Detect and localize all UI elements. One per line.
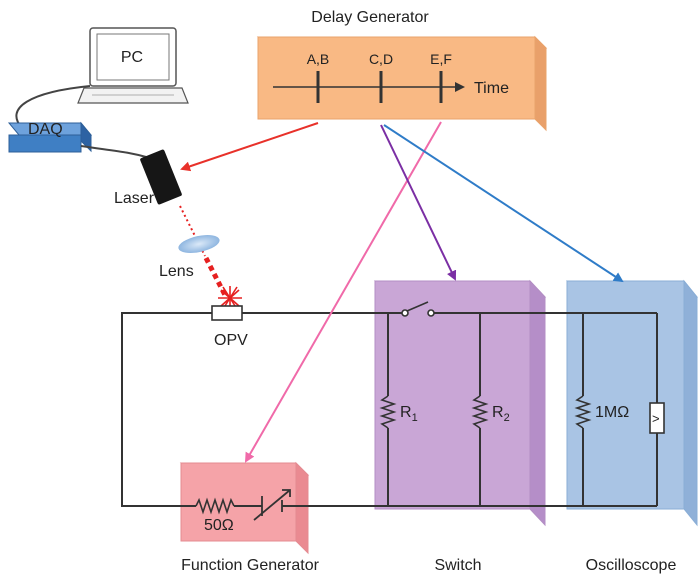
trigger-arrow-function-generator — [245, 121, 442, 463]
tick-ef-label: E,F — [430, 51, 452, 67]
fg-resistance-label: 50Ω — [204, 517, 234, 534]
switch-symbol-icon — [401, 301, 435, 317]
oscilloscope-box — [565, 279, 699, 527]
trigger-arrow-oscilloscope — [383, 124, 624, 283]
timeline-axis — [273, 71, 465, 103]
daq-label: DAQ — [28, 121, 63, 138]
r2-label: R2 — [492, 404, 510, 424]
oscilloscope-label: Oscilloscope — [586, 557, 677, 574]
tick-ab-label: A,B — [307, 51, 330, 67]
time-label: Time — [474, 80, 509, 97]
laser-label: Laser — [114, 190, 155, 207]
delay-generator-label: Delay Generator — [311, 9, 429, 26]
daq-laser-cable — [80, 145, 151, 159]
lens-icon — [178, 235, 220, 253]
pc-label: PC — [121, 49, 143, 66]
voltmeter-icon — [649, 402, 665, 434]
scope-resistance-label: 1MΩ — [595, 404, 629, 421]
laser-icon — [140, 149, 182, 205]
variable-source-icon — [253, 489, 291, 521]
opv-device-icon — [211, 305, 243, 321]
function-generator-box — [179, 461, 310, 555]
circuit-wires — [121, 312, 658, 507]
fg-resistor-icon — [195, 497, 235, 515]
function-generator-label: Function Generator — [181, 557, 320, 574]
opv-label: OPV — [214, 332, 248, 349]
delay-generator-box — [256, 35, 548, 132]
voltmeter-symbol: > — [652, 411, 660, 426]
trigger-arrow-switch — [380, 124, 457, 281]
r1-resistor-icon — [379, 395, 397, 429]
switch-label: Switch — [434, 557, 481, 574]
r1-label: R1 — [400, 404, 418, 424]
trigger-arrow-laser — [180, 122, 319, 172]
switch-box — [373, 279, 547, 527]
scope-resistor-icon — [574, 395, 592, 429]
daq-box — [7, 121, 93, 153]
pc-laptop-icon — [77, 27, 189, 104]
r2-resistor-icon — [471, 395, 489, 429]
pc-daq-cable — [15, 85, 91, 129]
tick-cd-label: C,D — [369, 51, 393, 67]
lens-label: Lens — [159, 263, 194, 280]
